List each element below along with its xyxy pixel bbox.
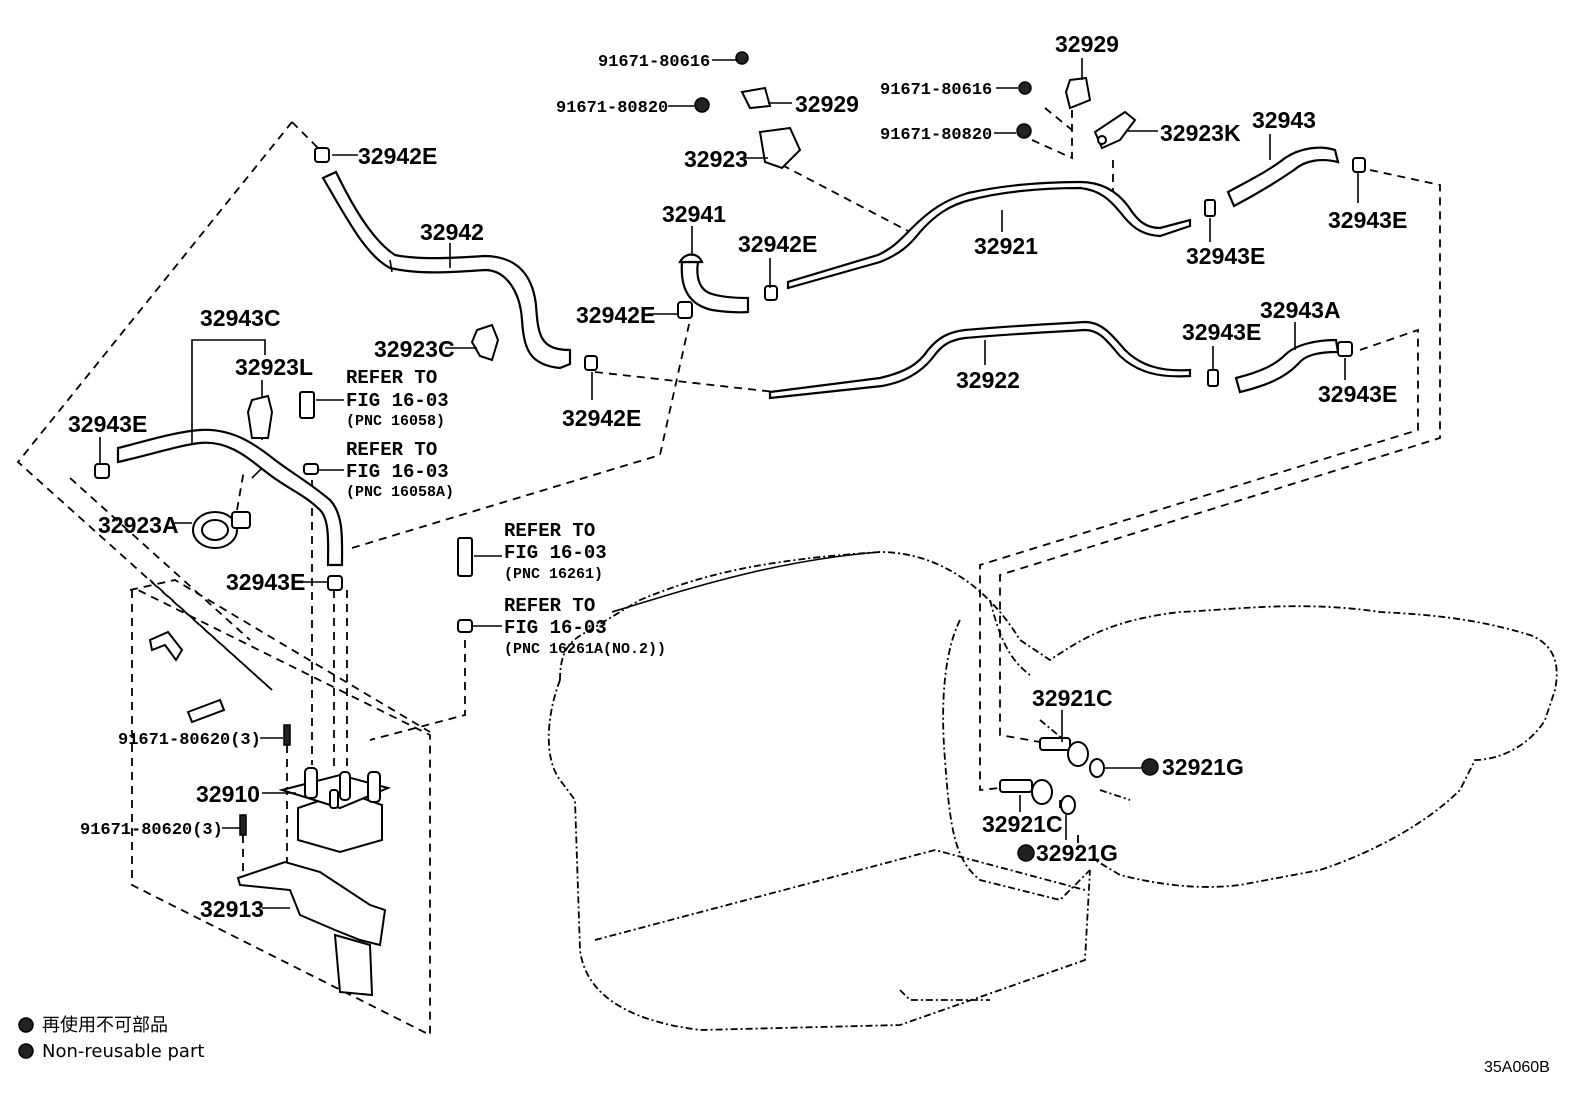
label-32923[interactable]: 32923	[684, 146, 748, 172]
label-32929[interactable]: 32929	[1055, 31, 1119, 57]
legend: 再使用不可部品 Non-reusable part	[18, 1015, 204, 1062]
ref-note-pnc: (PNC 16261)	[504, 566, 603, 583]
hose-32941	[680, 260, 750, 314]
diagram-code: 35A060B	[1484, 1059, 1550, 1076]
ref-note-line: REFER TO	[504, 520, 595, 542]
leader-lines	[99, 58, 1359, 909]
label-32923l[interactable]: 32923L	[235, 354, 313, 380]
label-32941[interactable]: 32941	[662, 201, 726, 227]
label-32943[interactable]: 32943	[1252, 107, 1316, 133]
label-32922[interactable]: 32922	[956, 367, 1020, 393]
label-32923a[interactable]: 32923A	[98, 512, 179, 538]
hoses	[116, 146, 1340, 567]
label-32943e[interactable]: 32943E	[1328, 207, 1407, 233]
label-32943e[interactable]: 32943E	[226, 569, 305, 595]
oil-cooler-32910	[278, 767, 392, 854]
label-32921g[interactable]: 32921G	[1036, 840, 1118, 866]
label-32923c[interactable]: 32923C	[374, 336, 455, 362]
fittings-32921c	[999, 737, 1159, 862]
label-32943e[interactable]: 32943E	[68, 411, 147, 437]
ref-note-pnc: (PNC 16261A(NO.2))	[504, 641, 666, 658]
connection-lines	[236, 107, 1441, 872]
pipe-32921	[786, 180, 1192, 290]
ref-note-line: REFER TO	[346, 439, 437, 461]
ref-note-pnc: (PNC 16058A)	[346, 484, 454, 501]
small-hose-ends	[148, 391, 473, 724]
hose-32942	[321, 170, 572, 370]
label-91671-80620[interactable]: 91671-80620(3)	[118, 731, 261, 750]
label-32943c[interactable]: 32943C	[200, 305, 281, 331]
ref-note-line: REFER TO	[504, 595, 595, 617]
part-labels: 32942E 32942 32923C 32942E 32943C 32923L…	[68, 31, 1407, 922]
non-reusable-bullet-icon	[18, 1017, 34, 1033]
label-32921c[interactable]: 32921C	[1032, 685, 1113, 711]
legend-jp: 再使用不可部品	[42, 1015, 168, 1036]
bracket-32913	[236, 860, 387, 997]
label-32943e[interactable]: 32943E	[1186, 243, 1265, 269]
ref-note-pnc: (PNC 16058)	[346, 413, 445, 430]
label-32943e[interactable]: 32943E	[1318, 381, 1397, 407]
label-32943a[interactable]: 32943A	[1260, 297, 1341, 323]
label-32942e[interactable]: 32942E	[358, 143, 437, 169]
hose-32943c	[116, 428, 344, 567]
label-32921g[interactable]: 32921G	[1162, 754, 1244, 780]
label-32929[interactable]: 32929	[795, 91, 859, 117]
label-32913[interactable]: 32913	[200, 896, 264, 922]
label-32942e[interactable]: 32942E	[576, 302, 655, 328]
label-91671-80616[interactable]: 91671-80616	[598, 53, 710, 72]
refer-to-notes: REFER TO FIG 16-03 (PNC 16058) REFER TO …	[346, 367, 666, 658]
hose-32943	[1226, 146, 1340, 208]
label-91671-80616[interactable]: 91671-80616	[880, 81, 992, 100]
label-91671-80620[interactable]: 91671-80620(3)	[80, 821, 223, 840]
cooler-dashed-region	[16, 121, 691, 1037]
label-32942e[interactable]: 32942E	[738, 231, 817, 257]
ref-note-line: REFER TO	[346, 367, 437, 389]
label-32921c[interactable]: 32921C	[982, 811, 1063, 837]
label-32910[interactable]: 32910	[196, 781, 260, 807]
ref-note-line: FIG 16-03	[504, 542, 607, 564]
clamps	[94, 51, 1366, 836]
label-32942e[interactable]: 32942E	[562, 405, 641, 431]
label-32943e[interactable]: 32943E	[1182, 319, 1261, 345]
legend-en: Non-reusable part	[42, 1041, 204, 1062]
transmission-outline	[547, 551, 1558, 1031]
label-32923k[interactable]: 32923K	[1160, 120, 1241, 146]
pipe-32922	[768, 320, 1192, 400]
ref-note-line: FIG 16-03	[346, 461, 449, 483]
label-32942[interactable]: 32942	[420, 219, 484, 245]
ref-note-line: FIG 16-03	[504, 617, 607, 639]
label-91671-80820[interactable]: 91671-80820	[880, 126, 992, 145]
non-reusable-bullet-icon	[18, 1043, 34, 1059]
ref-note-line: FIG 16-03	[346, 390, 449, 412]
label-91671-80820[interactable]: 91671-80820	[556, 99, 668, 118]
label-32921[interactable]: 32921	[974, 233, 1038, 259]
